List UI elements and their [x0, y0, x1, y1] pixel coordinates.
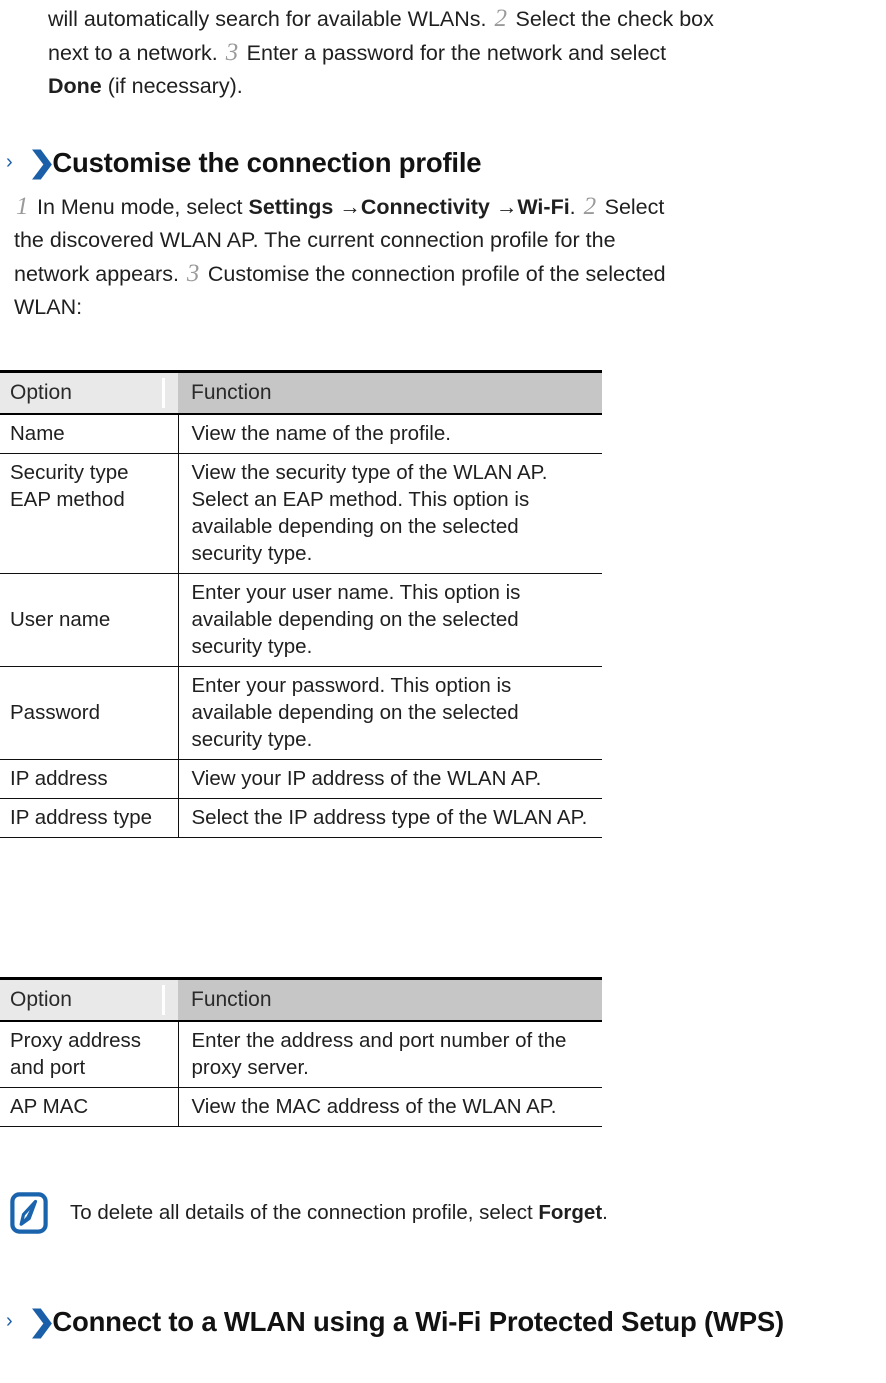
cell-function: Select the IP address type of the WLAN A…: [177, 798, 602, 838]
text-line: will automatically search for available …: [48, 2, 886, 36]
cell-function: Enter the address and port number of the…: [177, 1021, 602, 1088]
section-heading-label: Customise the connection profile: [52, 147, 482, 178]
text-line: the discovered WLAN AP. The current conn…: [14, 224, 874, 257]
section-heading-label: Connect to a WLAN using a Wi-Fi Protecte…: [52, 1306, 784, 1337]
intro-paragraph: will automatically search for available …: [48, 2, 886, 103]
column-header-function: Function: [178, 977, 602, 1022]
text-line: WLAN:: [14, 291, 874, 324]
column-header-option: Option: [0, 977, 178, 1022]
text-run: .: [569, 195, 582, 219]
cell-option: IP address type: [0, 798, 178, 838]
note-text: To delete all details of the connection …: [70, 1199, 608, 1227]
text-line: network appears. 3 Customise the connect…: [14, 257, 874, 291]
step-number: 2: [583, 193, 597, 220]
step-number: 1: [16, 193, 29, 220]
arrow-glyph: →: [489, 195, 518, 219]
text-run: To delete all details of the connection …: [70, 1201, 539, 1224]
note-callout: To delete all details of the connection …: [10, 1192, 870, 1234]
bold-text: Wi-Fi: [517, 195, 570, 219]
text-run: network appears.: [14, 262, 185, 286]
text-line: 1 In Menu mode, select Settings →Connect…: [14, 190, 874, 224]
text-run: Select: [598, 195, 665, 219]
text-run: In Menu mode, select: [31, 195, 249, 219]
text-run: .: [602, 1201, 608, 1224]
bold-text: Done: [48, 74, 102, 98]
text-run: next to a network.: [48, 41, 224, 65]
step-number: 3: [186, 260, 200, 287]
section-heading-customise-connection-profile: › ❯ Customise the connection profile: [6, 146, 482, 180]
text-run: (if necessary).: [101, 74, 243, 98]
text-run: Enter a password for the network and sel…: [240, 41, 667, 65]
cell-function: View your IP address of the WLAN AP.: [177, 759, 602, 799]
text-run: Select the check box: [509, 7, 714, 31]
cell-option: Security type EAP method: [0, 453, 178, 574]
table-header: Option Function: [0, 977, 602, 1022]
chevron-right-small-icon: ›: [6, 1310, 13, 1332]
chevron-right-bold-icon: ❯: [28, 1306, 56, 1338]
text-line: next to a network. 3 Enter a password fo…: [48, 36, 886, 70]
customise-steps-paragraph: 1 In Menu mode, select Settings →Connect…: [14, 190, 874, 324]
step-number: 2: [494, 5, 508, 32]
text-line: Done (if necessary).: [48, 70, 886, 103]
cell-function: Enter your password. This option is avai…: [177, 666, 602, 760]
bold-text: Forget: [538, 1201, 603, 1224]
cell-option: Password: [0, 666, 178, 760]
arrow-glyph: →: [333, 195, 361, 219]
note-pen-icon: [10, 1192, 48, 1234]
column-header-option: Option: [0, 370, 178, 415]
cell-function: Enter your user name. This option is ava…: [177, 573, 602, 667]
table-header: Option Function: [0, 370, 602, 415]
cell-option: Name: [0, 414, 178, 454]
column-header-function: Function: [178, 370, 602, 415]
chevron-right-bold-icon: ❯: [28, 147, 56, 179]
text-run: Customise the connection profile of the …: [201, 262, 666, 286]
bold-text: Connectivity: [360, 195, 490, 219]
cell-option: User name: [0, 573, 178, 667]
cell-option: IP address: [0, 759, 178, 799]
text-run: will automatically search for available …: [48, 7, 493, 31]
cell-option: AP MAC: [0, 1087, 178, 1127]
text-run: WLAN:: [14, 295, 83, 319]
section-heading-connect-wlan-wps: › ❯ Connect to a WLAN using a Wi-Fi Prot…: [6, 1305, 862, 1339]
cell-function: View the name of the profile.: [177, 414, 602, 454]
chevron-right-small-icon: ›: [6, 151, 13, 173]
cell-function: View the security type of the WLAN AP. S…: [177, 453, 602, 574]
bold-text: Settings: [248, 195, 334, 219]
cell-function: View the MAC address of the WLAN AP.: [177, 1087, 602, 1127]
step-number: 3: [225, 39, 239, 66]
cell-option: Proxy address and port: [0, 1021, 178, 1088]
text-run: the discovered WLAN AP. The current conn…: [14, 228, 616, 252]
